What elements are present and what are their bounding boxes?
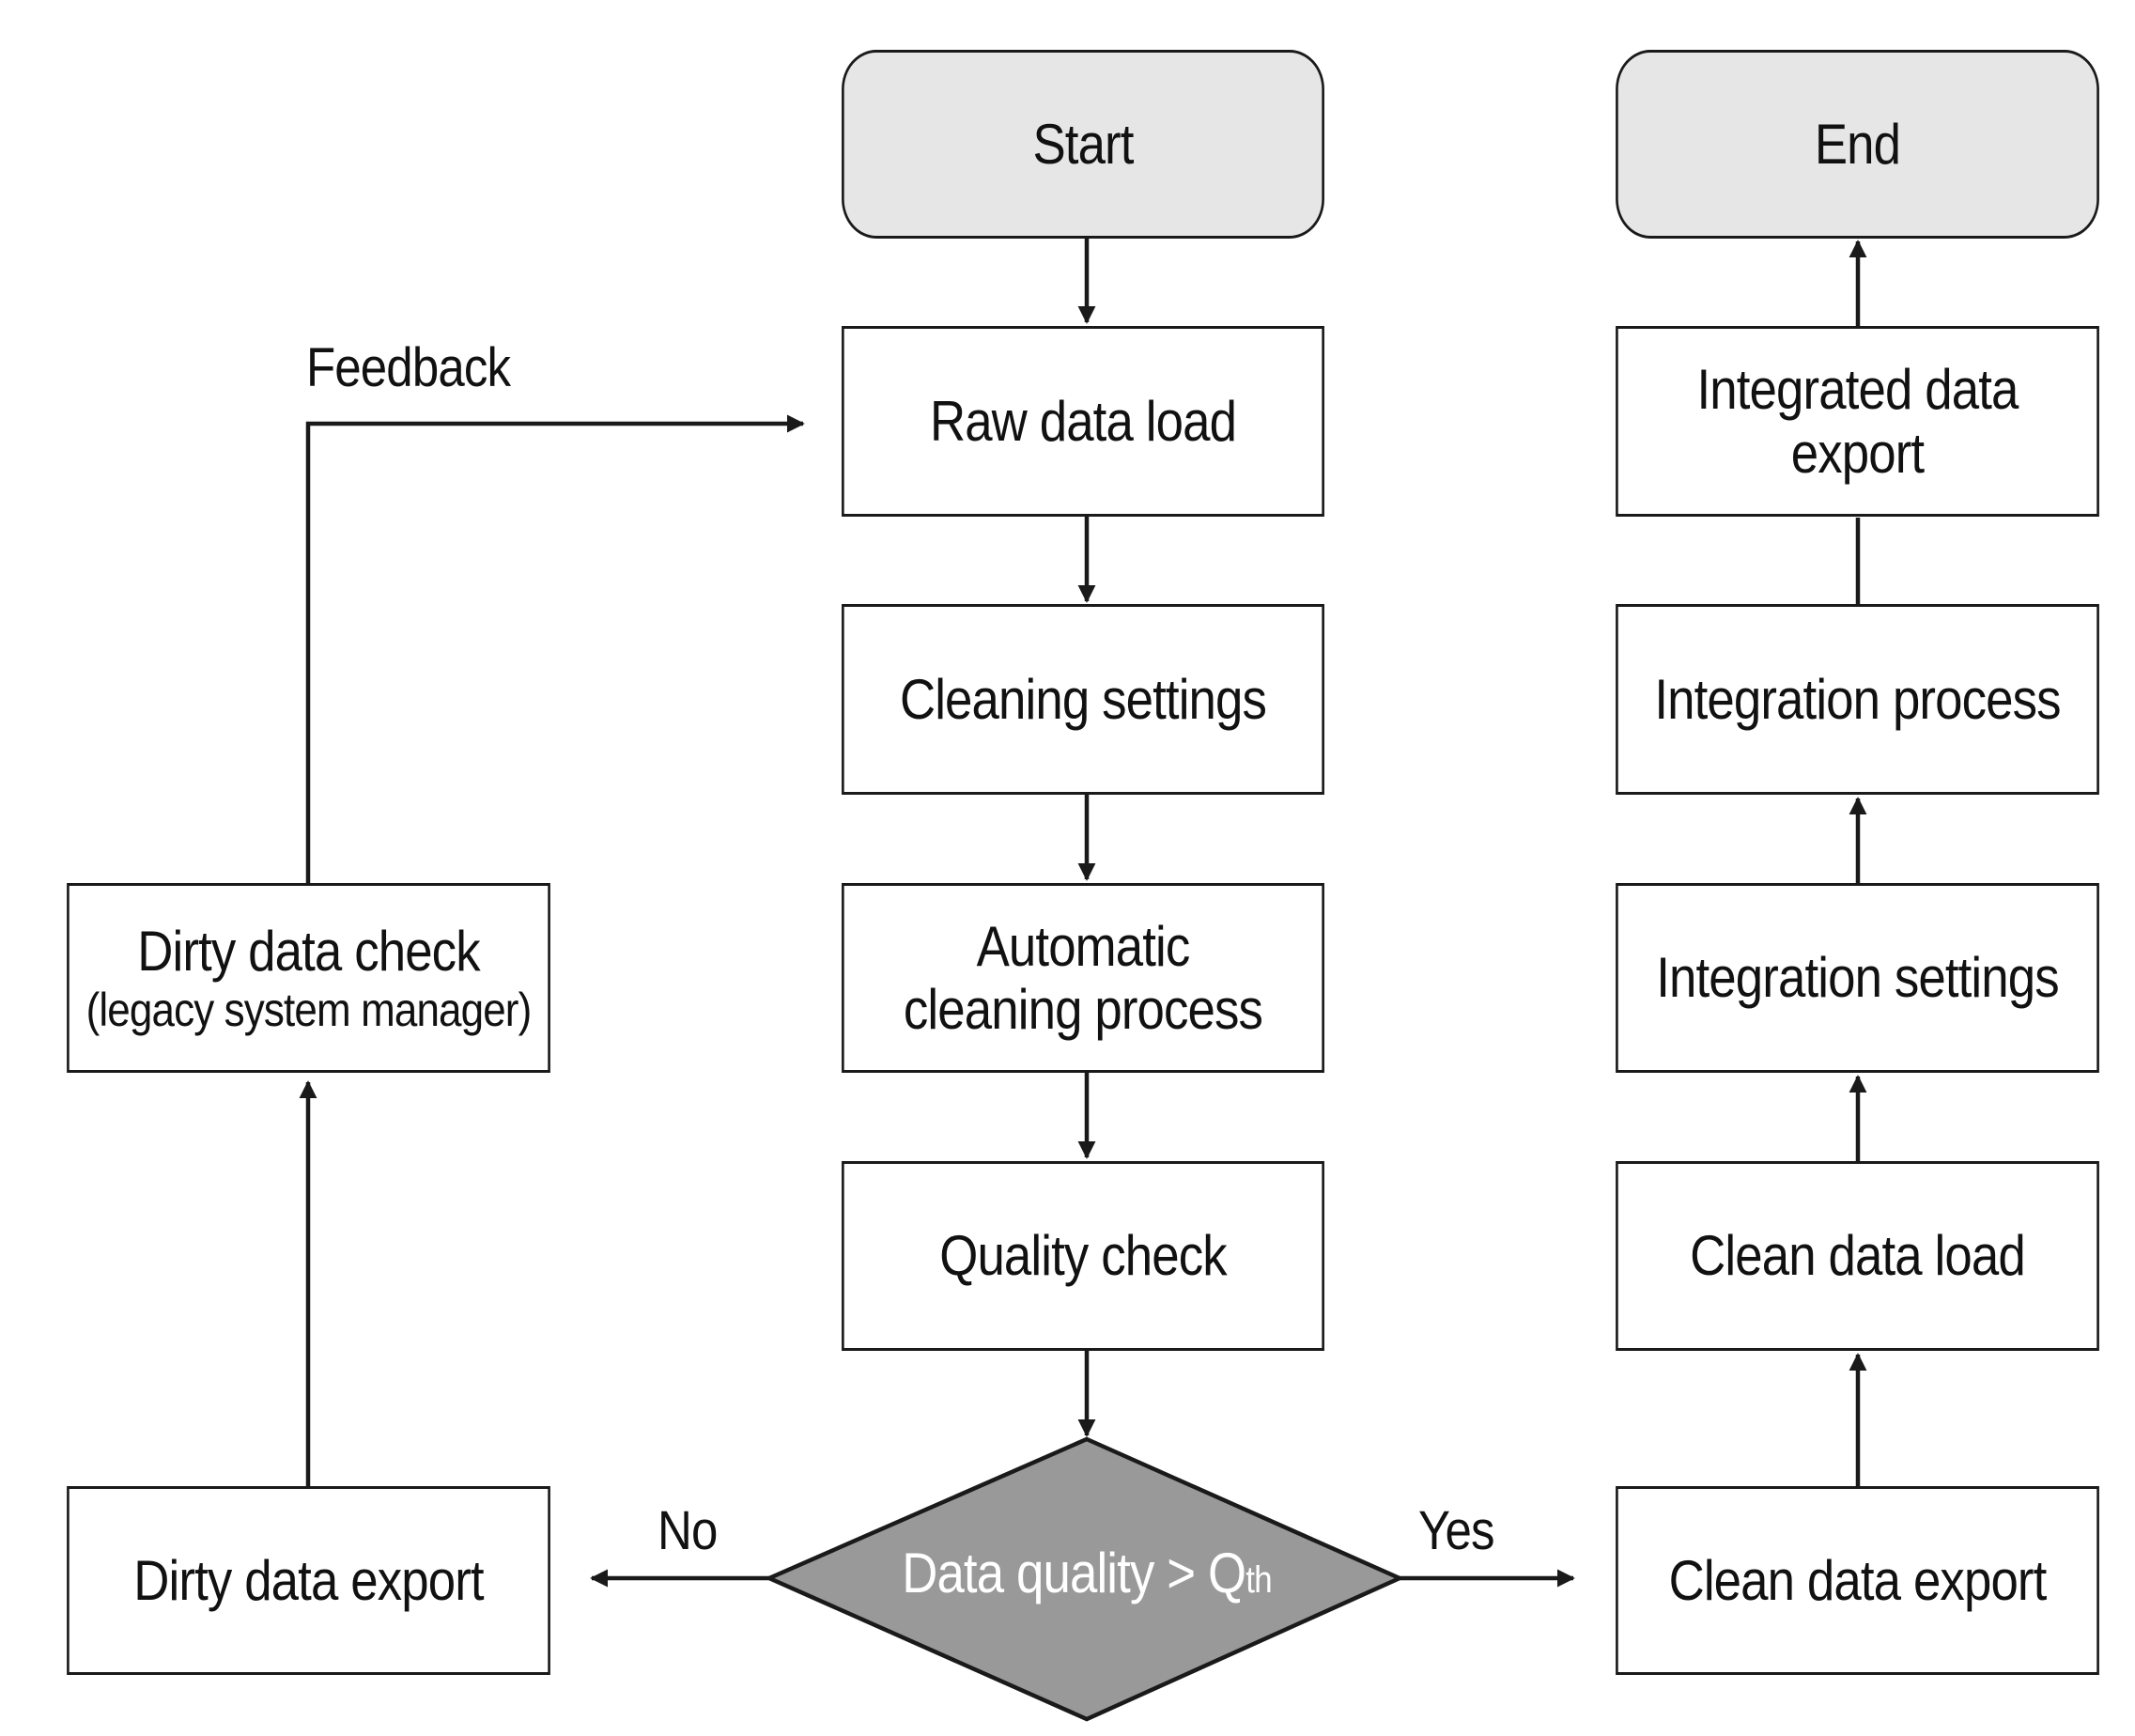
integrated-export-node: Integrated data export: [1616, 326, 2099, 517]
feedback-label: Feedback: [306, 337, 511, 398]
integrated-export-label-line2: export: [1790, 421, 1925, 485]
clean-data-load-node: Clean data load: [1616, 1161, 2099, 1351]
cleaning-settings-node: Cleaning settings: [842, 604, 1324, 795]
raw-data-load-label: Raw data load: [929, 389, 1237, 453]
dirty-data-check-sublabel: (legacy system manager): [85, 983, 533, 1036]
clean-data-export-node: Clean data export: [1616, 1486, 2099, 1675]
quality-check-node: Quality check: [842, 1161, 1324, 1351]
dirty-data-export-node: Dirty data export: [67, 1486, 550, 1675]
integration-settings-node: Integration settings: [1616, 883, 2099, 1073]
integration-process-label: Integration process: [1654, 667, 2061, 731]
arrow-feedback: [305, 414, 805, 883]
raw-data-load-node: Raw data load: [842, 326, 1324, 517]
end-node: End: [1616, 50, 2099, 239]
dirty-data-check-node: Dirty data check (legacy system manager): [67, 883, 550, 1073]
automatic-cleaning-label-line1: Automatic: [976, 914, 1191, 978]
quality-check-label: Quality check: [939, 1224, 1227, 1288]
dirty-data-export-label: Dirty data export: [133, 1548, 484, 1612]
integration-process-node: Integration process: [1616, 604, 2099, 795]
clean-data-load-label: Clean data load: [1690, 1224, 2026, 1288]
yes-label: Yes: [1418, 1500, 1495, 1561]
decision-label: Data quality > Qth: [839, 1541, 1335, 1605]
end-label: End: [1814, 112, 1901, 176]
decision-label-main: Data quality > Q: [902, 1542, 1246, 1604]
start-node: Start: [842, 50, 1324, 239]
clean-data-export-label: Clean data export: [1668, 1548, 2048, 1612]
integration-settings-label: Integration settings: [1656, 946, 2059, 1010]
cleaning-settings-label: Cleaning settings: [899, 667, 1267, 731]
decision-label-subscript: th: [1245, 1559, 1272, 1601]
no-label: No: [658, 1500, 718, 1561]
decision-diamond: [764, 1436, 1405, 1722]
automatic-cleaning-node: Automatic cleaning process: [842, 883, 1324, 1073]
automatic-cleaning-label-line2: cleaning process: [903, 978, 1263, 1041]
dirty-data-check-label: Dirty data check: [137, 920, 480, 984]
start-label: Start: [1032, 112, 1134, 176]
integrated-export-label-line1: Integrated data: [1696, 358, 2019, 422]
